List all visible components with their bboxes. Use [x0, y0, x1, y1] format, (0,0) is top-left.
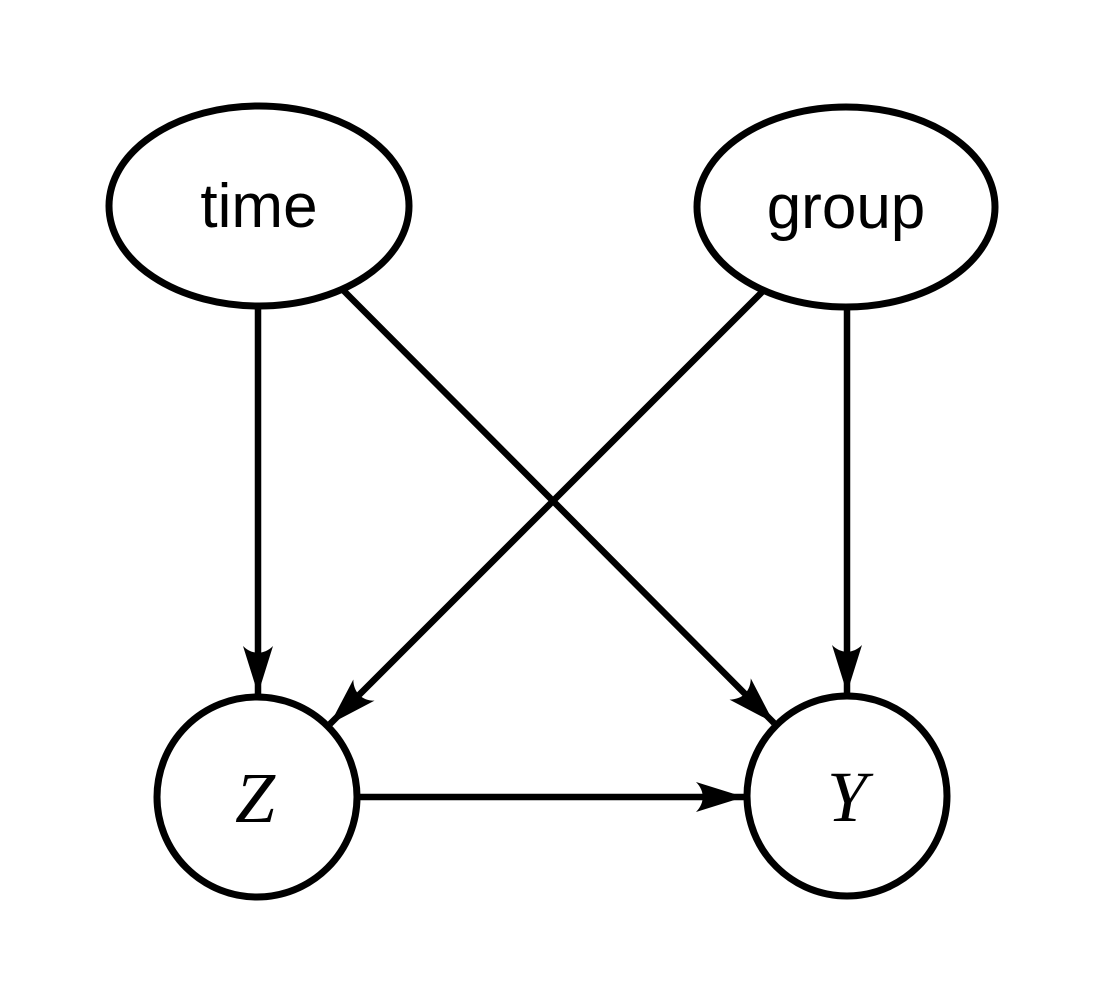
node-group-shape	[693, 103, 999, 311]
node-y: Y	[743, 692, 951, 900]
node-group-label: group	[767, 173, 926, 242]
node-y-shape	[743, 692, 951, 900]
node-z: Z	[153, 693, 361, 901]
node-group: group	[693, 103, 999, 311]
node-time-shape	[105, 102, 413, 310]
node-y-label: Y	[827, 757, 874, 837]
node-time-label: time	[200, 172, 317, 241]
edge-time-to-y	[339, 286, 777, 726]
node-z-label: Z	[235, 758, 276, 838]
node-z-shape	[153, 693, 361, 901]
edge-group	[243, 286, 862, 812]
edge-group-to-z	[327, 288, 766, 727]
node-time: time	[105, 102, 413, 310]
